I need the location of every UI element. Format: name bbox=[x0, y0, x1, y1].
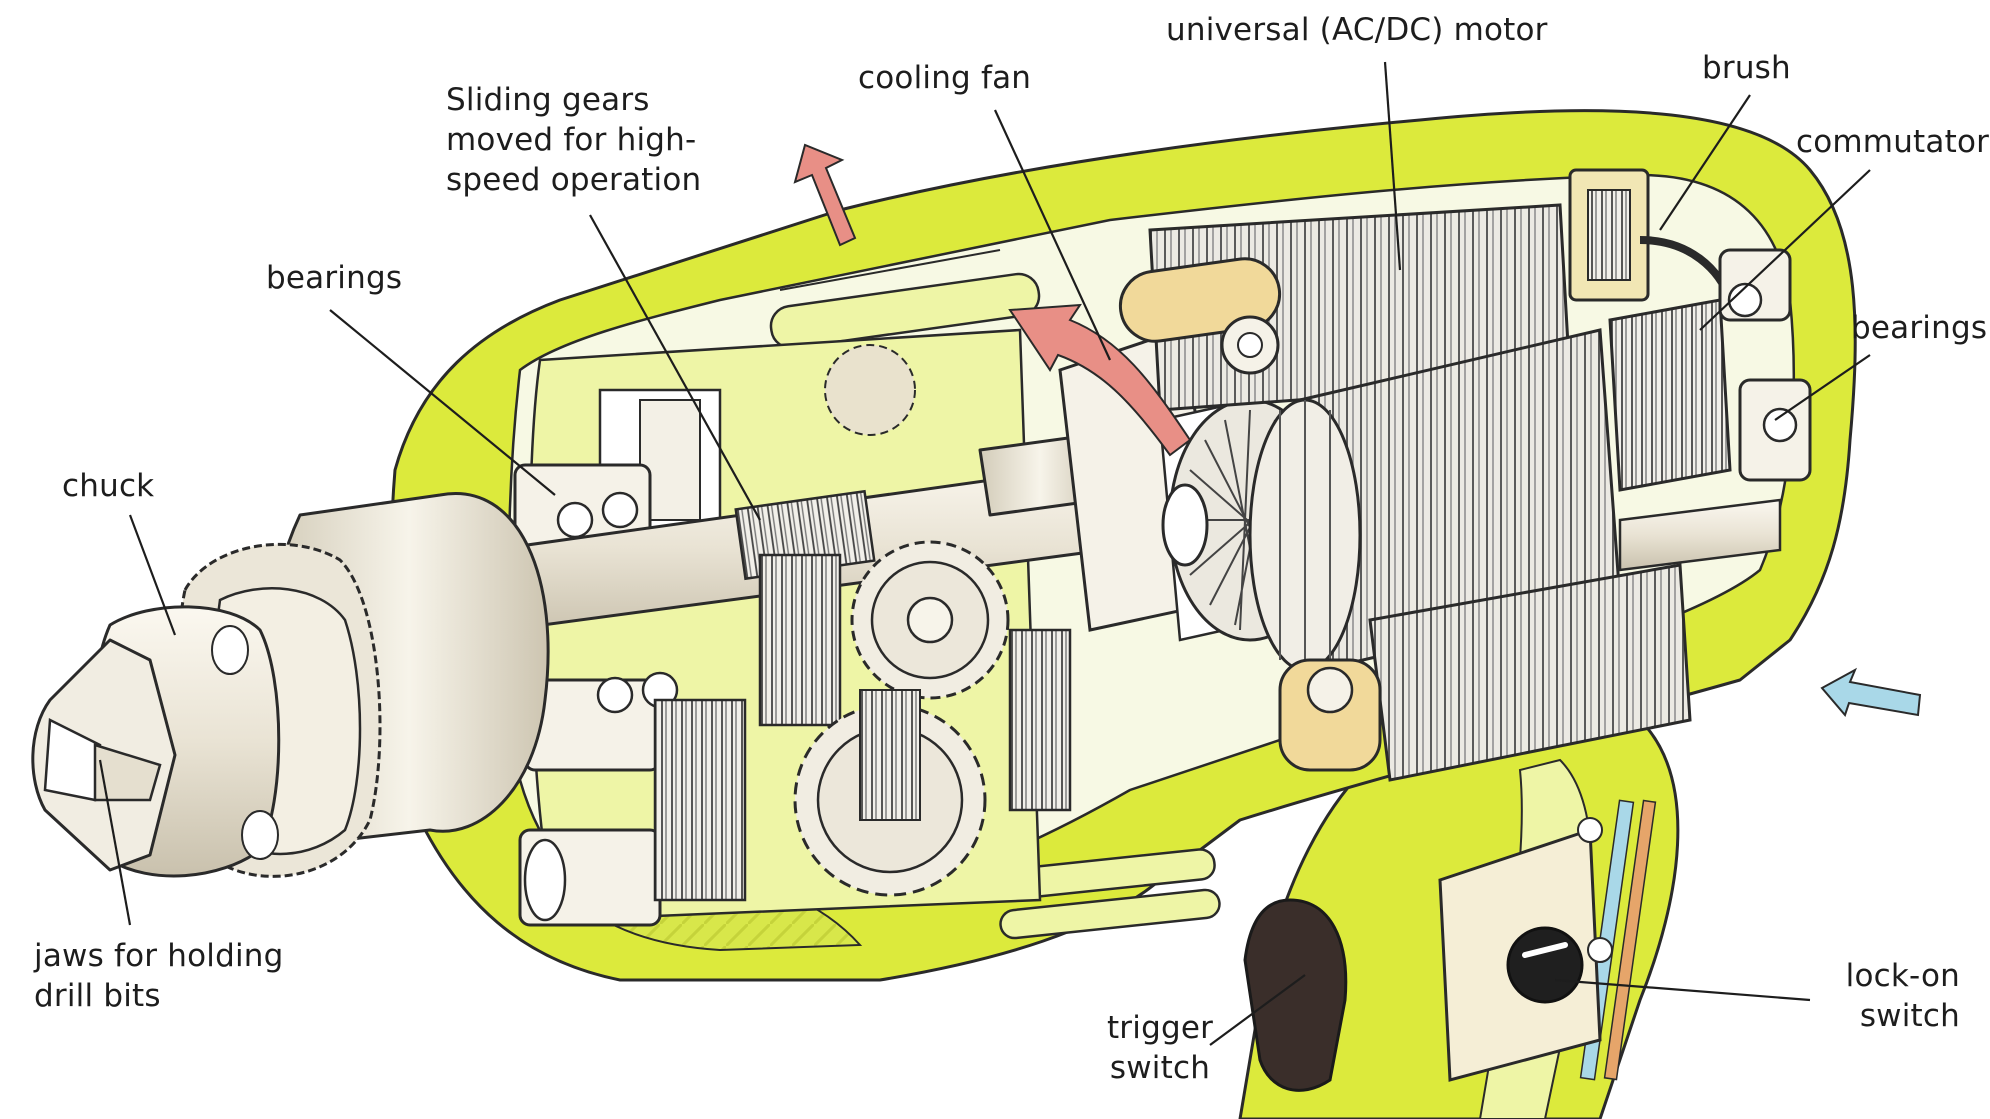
label-jaws-line-2: drill bits bbox=[34, 978, 161, 1014]
label-bearings-left: bearings bbox=[266, 260, 403, 296]
armature bbox=[1248, 328, 1622, 672]
label-jaws-line-1: jaws for holding bbox=[34, 938, 284, 974]
rear-bearings bbox=[1618, 248, 1812, 572]
leader-chuck bbox=[128, 514, 177, 636]
label-sliding-gears-line-1: Sliding gears bbox=[446, 82, 650, 118]
label-sliding-gears-line-2: moved for high- bbox=[446, 122, 697, 158]
label-chuck: chuck bbox=[62, 468, 155, 504]
label-trigger-line-2: switch bbox=[1109, 1050, 1211, 1086]
label-motor: universal (AC/DC) motor bbox=[1166, 12, 1548, 48]
leader-lines bbox=[98, 61, 1871, 1046]
leader-bearings-left bbox=[329, 309, 556, 496]
leader-brush bbox=[1659, 94, 1751, 231]
label-jaws: jaws for holding drill bits bbox=[34, 936, 284, 1016]
leader-motor bbox=[1383, 61, 1402, 271]
label-lock-on-line-1: lock-on bbox=[1845, 958, 1960, 994]
gear-train bbox=[653, 344, 1072, 902]
commutator bbox=[1608, 298, 1732, 492]
lock-on-switch bbox=[1438, 817, 1613, 1082]
motor-field-bottom bbox=[1278, 563, 1692, 782]
leader-lock-on bbox=[1554, 978, 1811, 1002]
label-lock-on: lock-on switch bbox=[1800, 956, 1960, 1036]
leader-bearings-right bbox=[1774, 354, 1871, 421]
leader-cooling-fan bbox=[994, 109, 1111, 361]
airflow-in-arrow bbox=[1820, 667, 1922, 717]
leader-sliding-gears bbox=[589, 214, 761, 521]
leader-commutator bbox=[1699, 169, 1871, 331]
chuck bbox=[31, 492, 550, 878]
label-sliding-gears-line-3: speed operation bbox=[446, 162, 702, 198]
airflow-out-arrow bbox=[793, 143, 857, 247]
label-lock-on-line-2: switch bbox=[1859, 998, 1960, 1034]
brush bbox=[1568, 168, 1734, 302]
trigger bbox=[1243, 898, 1348, 1092]
label-trigger-line-1: trigger bbox=[1106, 1010, 1214, 1046]
airflow-internal-arrow bbox=[1008, 303, 1192, 457]
leader-jaws bbox=[98, 759, 132, 926]
label-sliding-gears: Sliding gears moved for high- speed oper… bbox=[446, 80, 701, 200]
label-bearings-right: bearings bbox=[1851, 310, 1988, 346]
leader-trigger bbox=[1209, 974, 1306, 1046]
label-cooling-fan: cooling fan bbox=[858, 60, 1032, 96]
label-commutator: commutator bbox=[1796, 124, 1990, 160]
motor-field-top bbox=[1118, 203, 1572, 412]
label-trigger: trigger switch bbox=[1090, 1008, 1230, 1088]
label-brush: brush bbox=[1702, 50, 1791, 86]
